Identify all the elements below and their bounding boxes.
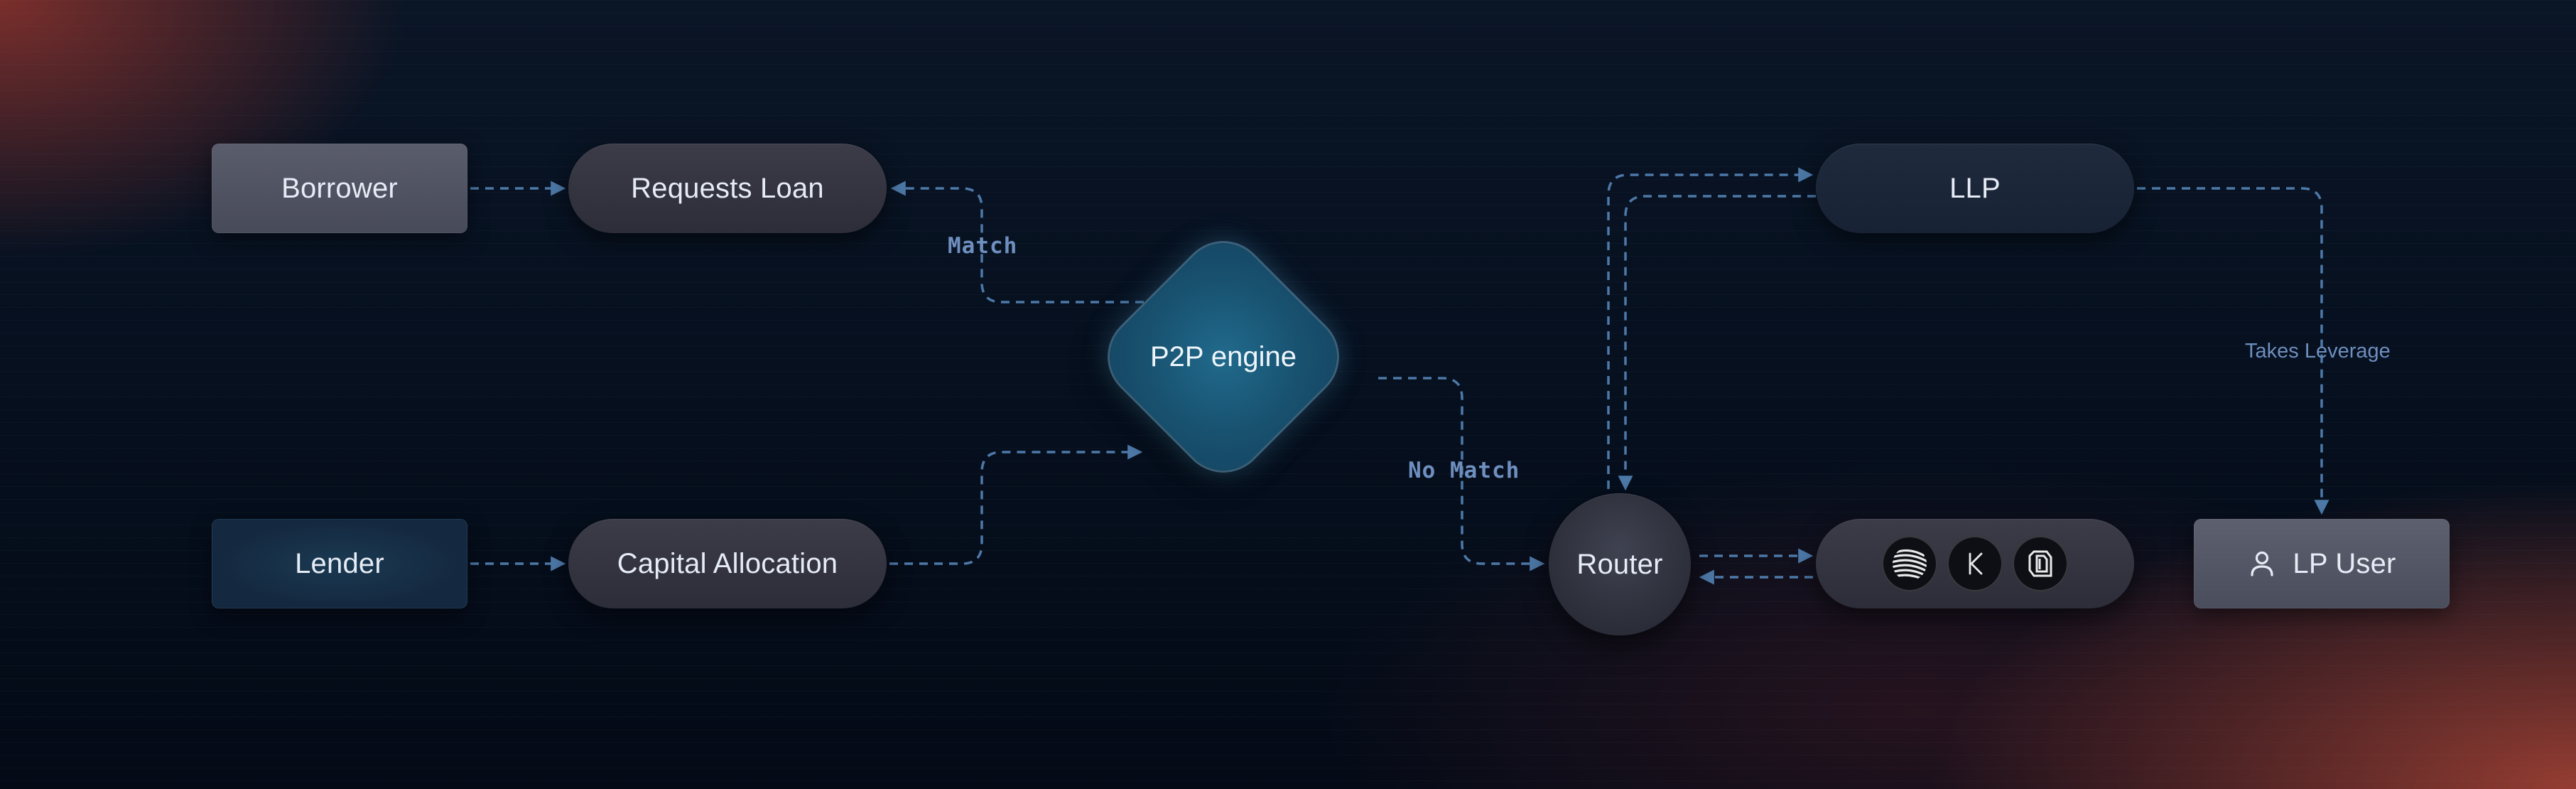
capital-allocation-node: Capital Allocation xyxy=(568,519,887,608)
edge-p2p-requests-loan xyxy=(890,181,1144,304)
requests-loan-label: Requests Loan xyxy=(631,172,824,204)
edge-p2p-router xyxy=(1378,377,1545,571)
edge-capital-allocation-p2p xyxy=(889,444,1143,565)
edge-llp-router xyxy=(1618,195,1816,491)
router-node: Router xyxy=(1549,493,1691,635)
llp-label: LLP xyxy=(1949,172,2001,204)
borrower-label: Borrower xyxy=(281,172,398,204)
edge-llp-lp-user xyxy=(2137,187,2329,515)
router-label: Router xyxy=(1576,548,1663,580)
llp-node: LLP xyxy=(1816,144,2134,233)
k-logo-icon xyxy=(1947,536,2003,591)
borrower-node: Borrower xyxy=(212,144,467,233)
lp-user-node: LP User xyxy=(2194,519,2450,608)
no-match-edge-label: No Match xyxy=(1408,458,1520,483)
protocols-node xyxy=(1816,519,2134,608)
takes-leverage-edge-label: Takes Leverage xyxy=(2245,340,2391,363)
lender-node: Lender xyxy=(212,519,467,608)
hexagon-logo-icon xyxy=(2013,536,2068,591)
stripes-logo-icon xyxy=(1882,536,1937,591)
p2p-engine-label-wrap: P2P engine xyxy=(1131,264,1316,449)
p2p-engine-label: P2P engine xyxy=(1149,340,1297,372)
requests-loan-node: Requests Loan xyxy=(568,144,887,233)
lender-label: Lender xyxy=(295,547,384,579)
lp-user-label: LP User xyxy=(2293,547,2396,579)
user-icon xyxy=(2247,549,2277,579)
capital-allocation-label: Capital Allocation xyxy=(617,547,838,579)
match-edge-label: Match xyxy=(948,233,1018,259)
edge-router-llp xyxy=(1607,167,1814,489)
